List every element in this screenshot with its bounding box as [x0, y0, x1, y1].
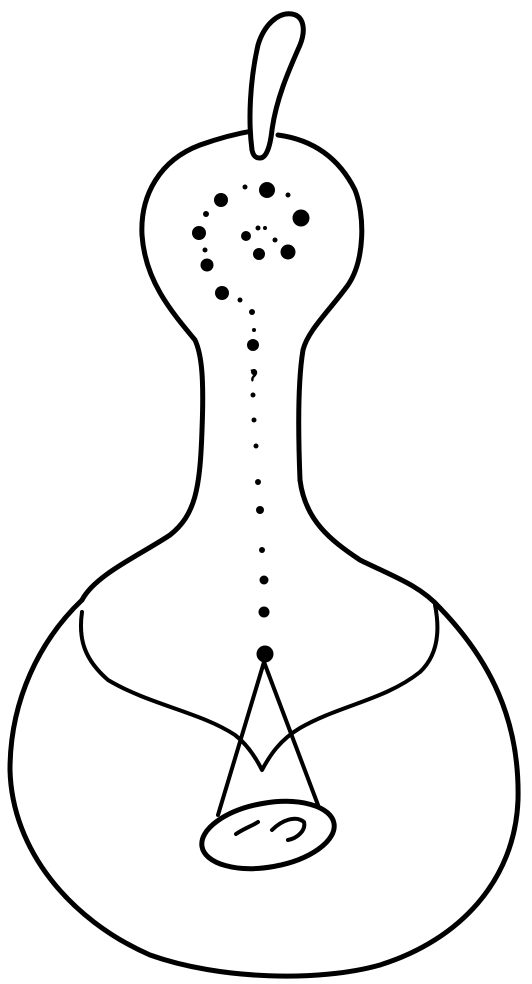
- dot-squiggle: [250, 369, 258, 382]
- dot: [253, 248, 265, 260]
- dot: [192, 226, 206, 240]
- dot: [256, 506, 264, 514]
- oval-disc: [199, 798, 337, 872]
- dot: [259, 575, 269, 585]
- dot: [249, 309, 255, 315]
- dot: [255, 479, 261, 485]
- dot: [292, 209, 310, 227]
- dot: [280, 244, 296, 260]
- dot: [258, 606, 270, 618]
- dot: [247, 339, 259, 351]
- dot: [253, 443, 259, 449]
- dot: [203, 211, 209, 217]
- inner-collar: [79, 603, 440, 772]
- dot: [263, 226, 267, 230]
- dot: [214, 193, 228, 207]
- dot: [241, 231, 251, 241]
- dot: [242, 184, 248, 190]
- dot: [202, 247, 208, 253]
- dot: [285, 192, 291, 198]
- stem-outline: [247, 11, 306, 161]
- dot: [272, 237, 278, 243]
- dot: [259, 547, 265, 553]
- neck-right-outline: [275, 132, 365, 483]
- dot: [255, 225, 261, 231]
- pendulum-cone: [216, 660, 320, 817]
- dot: [252, 328, 256, 332]
- dot: [256, 645, 274, 663]
- dot: [237, 297, 243, 303]
- neck-left-outline: [79, 127, 261, 603]
- lower-body-outline: [7, 477, 521, 979]
- dot: [259, 182, 275, 198]
- dot: [200, 258, 214, 272]
- oval-squiggle: [234, 816, 307, 842]
- dot: [250, 392, 256, 398]
- dot-trail: [192, 182, 310, 663]
- dot: [251, 417, 257, 423]
- dot: [215, 286, 229, 300]
